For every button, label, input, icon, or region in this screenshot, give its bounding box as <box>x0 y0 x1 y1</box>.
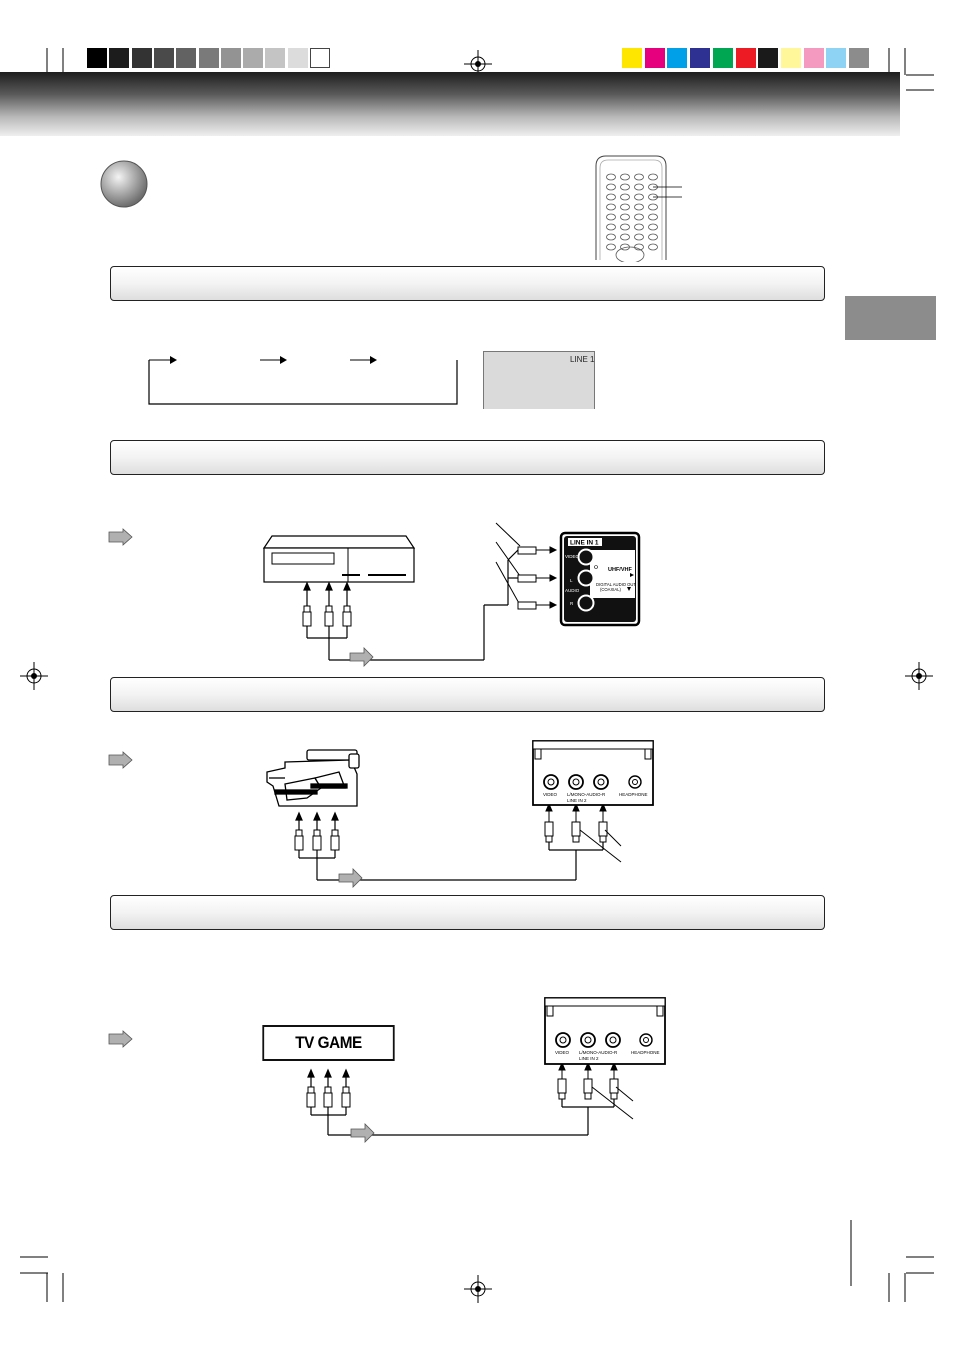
rear-panel-title: LINE IN 1 <box>570 540 599 547</box>
color-swatch <box>803 48 824 68</box>
color-swatch <box>758 48 779 68</box>
gray-swatch <box>243 48 264 68</box>
gray-swatch <box>220 48 241 68</box>
registration-mark-left <box>20 662 48 690</box>
remote-button-icon <box>634 203 644 211</box>
vcr-connection-diagram: LINE IN 1 VIDEO L AUDIO R UHF/VHF DIGITA… <box>262 522 641 667</box>
camcorder-connection-diagram: VIDEO L/MONO-AUDIO-R HEADPHONE LINE IN 2 <box>266 740 654 888</box>
gray-swatch <box>287 48 308 68</box>
remote-button-icon <box>606 213 616 221</box>
side-tab <box>845 296 936 340</box>
rear-panel-rf-label: UHF/VHF <box>608 567 632 573</box>
remote-button-icon <box>648 223 658 231</box>
color-swatch <box>667 48 688 68</box>
osd-preview-screen <box>483 351 595 409</box>
remote-button-icon <box>648 173 658 181</box>
gray-swatch <box>109 48 130 68</box>
remote-button-icon <box>620 233 630 241</box>
remote-button-icon <box>620 183 630 191</box>
gray-swatch <box>265 48 286 68</box>
rear-panel-audio-r-label: R <box>570 601 574 606</box>
remote-button-icon <box>606 193 616 201</box>
remote-button-icon <box>634 183 644 191</box>
front-panel-video-label: VIDEO <box>555 1050 570 1055</box>
remote-button-icon <box>634 193 644 201</box>
color-swatch <box>712 48 733 68</box>
color-swatch <box>622 48 642 68</box>
front-panel-video-label: VIDEO <box>543 792 558 797</box>
gray-arrow-icon <box>108 528 133 546</box>
front-panel-audio-label: L/MONO-AUDIO-R <box>579 1050 618 1055</box>
remote-button-icon <box>648 233 658 241</box>
input-cycle-diagram <box>148 356 458 405</box>
gray-arrow-icon <box>108 1030 133 1048</box>
section-bar-connect-camcorder <box>110 677 825 712</box>
remote-button-icon <box>648 243 658 251</box>
front-panel-headphone-label: HEADPHONE <box>631 1050 660 1055</box>
step-circle-icon <box>100 160 148 208</box>
osd-channel-label: LINE 1 <box>570 355 595 364</box>
color-swatch <box>780 48 801 68</box>
gray-arrow-icon <box>108 751 133 769</box>
color-swatch <box>644 48 665 68</box>
remote-button-icon <box>606 243 616 251</box>
remote-button-icon <box>634 173 644 181</box>
header-band <box>0 72 900 136</box>
remote-control-icon <box>595 155 682 262</box>
remote-button-icon <box>634 233 644 241</box>
front-panel-line-label: LINE IN 2 <box>567 798 587 803</box>
gray-swatch <box>176 48 197 68</box>
gray-swatch <box>87 48 107 68</box>
front-panel-line-label: LINE IN 2 <box>579 1056 599 1061</box>
front-panel-audio-label: L/MONO-AUDIO-R <box>567 792 606 797</box>
remote-button-icon <box>620 203 630 211</box>
remote-button-icon <box>606 223 616 231</box>
color-swatch <box>849 48 869 68</box>
remote-button-icon <box>606 173 616 181</box>
remote-button-icon <box>648 203 658 211</box>
section-bar-connect-vcr <box>110 440 825 475</box>
remote-button-icon <box>620 213 630 221</box>
rear-panel-audio-l-label: L <box>570 578 573 583</box>
rear-panel-audio-label: AUDIO <box>565 588 580 593</box>
color-swatch <box>826 48 847 68</box>
remote-button-icon <box>606 183 616 191</box>
gray-swatch <box>131 48 152 68</box>
front-panel-headphone-label: HEADPHONE <box>619 792 648 797</box>
rear-panel-coaxial-label: (COAXIAL) <box>600 587 622 592</box>
remote-button-icon <box>634 213 644 221</box>
remote-button-icon <box>606 203 616 211</box>
registration-mark-right <box>905 662 933 690</box>
rear-panel-digital-label: DIGITAL AUDIO OUT <box>596 582 636 587</box>
tv-game-connection-diagram: VIDEO L/MONO-AUDIO-R HEADPHONE LINE IN 2 <box>306 997 666 1143</box>
rear-panel-video-label: VIDEO <box>565 554 580 559</box>
registration-mark-bottom <box>464 1275 492 1303</box>
gray-swatch <box>198 48 219 68</box>
remote-button-icon <box>606 233 616 241</box>
remote-button-icon <box>634 223 644 231</box>
color-swatch <box>690 48 711 68</box>
gray-swatch <box>153 48 174 68</box>
color-swatch <box>735 48 756 68</box>
remote-button-icon <box>620 173 630 181</box>
tv-game-box: TV GAME <box>262 1025 395 1061</box>
remote-button-icon <box>648 213 658 221</box>
section-bar-select-input <box>110 266 825 301</box>
gray-swatch <box>310 48 330 68</box>
section-bar-connect-tv-game <box>110 895 825 930</box>
remote-button-icon <box>620 223 630 231</box>
remote-button-icon <box>620 193 630 201</box>
